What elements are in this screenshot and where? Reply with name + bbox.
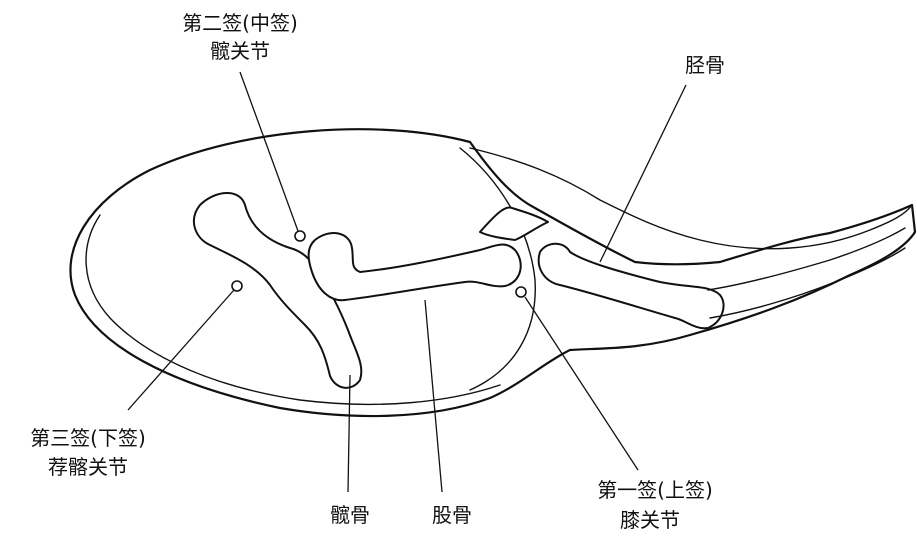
patella	[480, 207, 548, 240]
probe-point-third	[232, 281, 242, 291]
femur-bone	[309, 233, 521, 300]
label-first-probe: 第一签(上签)	[597, 478, 713, 502]
leader-second	[240, 72, 298, 231]
label-third-probe: 第三签(下签)	[30, 426, 146, 450]
shank-bones	[708, 228, 905, 318]
leader-ilium	[348, 375, 350, 492]
label-sacroiliac-joint: 荐髂关节	[48, 455, 128, 479]
probe-point-second	[295, 231, 305, 241]
label-second-probe: 第二签(中签)	[182, 11, 298, 35]
skin-fold-upper	[470, 148, 912, 249]
leader-femur	[425, 300, 442, 492]
leader-tibia	[600, 85, 686, 262]
tibia-bone	[539, 244, 724, 329]
label-knee-joint: 膝关节	[620, 508, 680, 532]
leader-first	[525, 297, 638, 470]
label-tibia: 胫骨	[685, 53, 725, 77]
label-femur: 股骨	[432, 503, 472, 527]
label-hip-joint: 髋关节	[210, 39, 270, 63]
label-ilium: 髋骨	[330, 503, 370, 527]
probe-point-first	[516, 287, 526, 297]
